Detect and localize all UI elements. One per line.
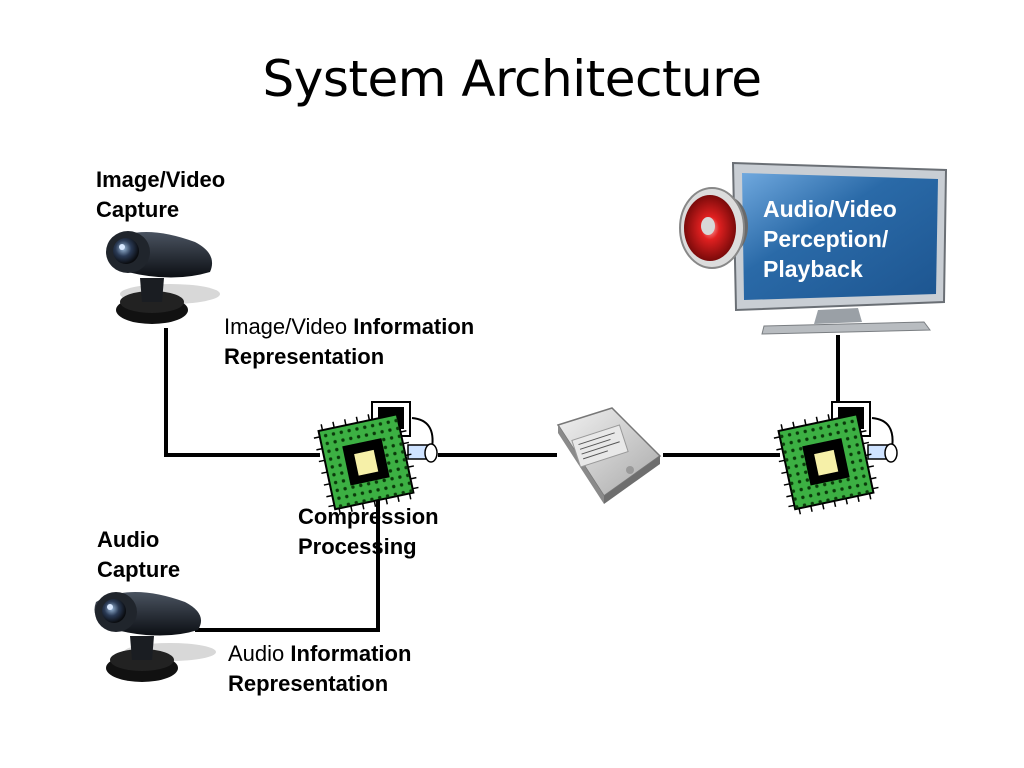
hard-drive-icon bbox=[556, 407, 662, 504]
speaker-icon bbox=[679, 187, 748, 269]
label-compression-processing: Compression Processing bbox=[298, 504, 439, 559]
slide-title: System Architecture bbox=[262, 50, 762, 108]
connection-lines bbox=[164, 328, 840, 632]
line-image-to-compression bbox=[164, 328, 320, 457]
label-image-video-representation: Image/Video Information Representation bbox=[224, 314, 475, 369]
webcam-icon bbox=[94, 592, 216, 682]
label-audio-representation: Audio Information Representation bbox=[228, 641, 412, 696]
label-av-playback: Audio/Video Perception/ Playback bbox=[763, 196, 897, 282]
monitor-icon bbox=[731, 161, 948, 335]
processor-chip-icon bbox=[313, 401, 438, 515]
webcam-icon bbox=[106, 231, 220, 324]
label-image-video-capture: Image/Video Capture bbox=[96, 167, 226, 222]
line-audio-to-compression bbox=[195, 498, 380, 632]
label-audio-capture: Audio Capture bbox=[97, 527, 181, 582]
processor-chip-icon bbox=[773, 401, 898, 515]
